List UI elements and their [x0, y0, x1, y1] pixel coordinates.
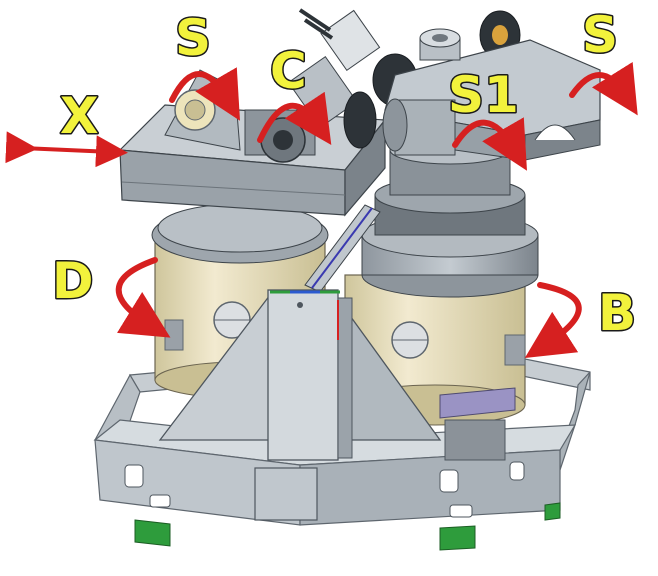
- right-turntable: [361, 135, 539, 298]
- label-s1: S1: [448, 66, 519, 124]
- rotation-arrows: [5, 61, 638, 358]
- d-rotation-arrow: [115, 257, 171, 338]
- label-b: B: [598, 284, 636, 342]
- left-turntable: [151, 203, 329, 264]
- right-rotary-head: [343, 10, 601, 161]
- axis-labels: X S C S S1 D B: [51, 5, 638, 344]
- s1-rotation-arrow: [452, 117, 528, 171]
- c-rotation-arrow: [257, 91, 332, 145]
- a-frame-support: [158, 289, 442, 461]
- b-rotation-arrow: [524, 282, 582, 358]
- label-x: X: [60, 87, 99, 145]
- green-feet: [134, 502, 561, 551]
- s-right-rotation-arrow: [569, 61, 638, 116]
- label-d: D: [52, 252, 94, 310]
- label-s-left: S: [175, 9, 211, 67]
- x-axis-arrow: [5, 131, 128, 168]
- label-c: C: [270, 42, 307, 100]
- label-s-right: S: [582, 6, 618, 64]
- s-left-rotation-arrow: [169, 67, 241, 121]
